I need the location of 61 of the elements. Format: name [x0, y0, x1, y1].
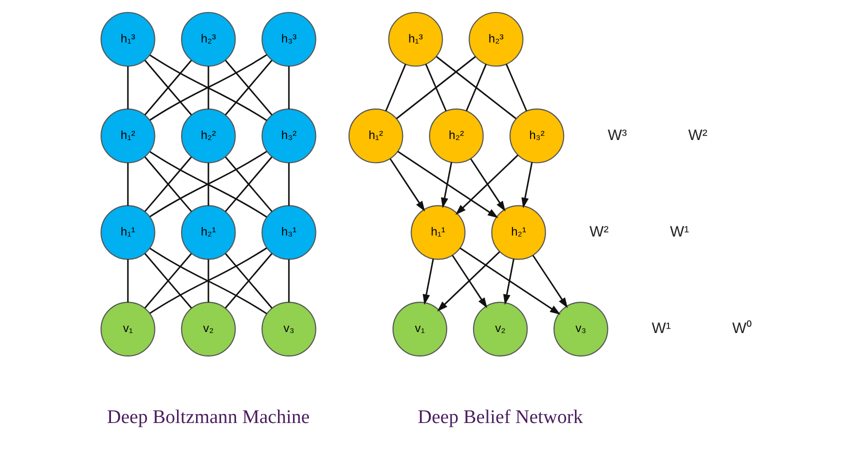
- node-circle: h₃²: [508, 108, 564, 164]
- connector: [288, 66, 290, 110]
- connector: [207, 162, 209, 206]
- label: Deep Belief Network: [417, 406, 582, 428]
- node-circle: h₂¹: [490, 205, 546, 260]
- connector: [207, 259, 209, 302]
- arrow: [396, 150, 498, 218]
- arrow: [520, 162, 532, 208]
- node-circle: h₁³: [388, 12, 442, 67]
- arrow: [422, 258, 434, 305]
- node-circle: v₁: [100, 302, 155, 356]
- node-circle: h₂²: [180, 108, 236, 164]
- arrow: [389, 158, 424, 212]
- arrow: [532, 255, 568, 308]
- node-circle: h₃²: [261, 108, 316, 164]
- connector: [207, 66, 209, 110]
- connector: [224, 60, 272, 116]
- arrow: [470, 158, 505, 212]
- connector: [396, 56, 476, 120]
- arrow: [440, 162, 452, 208]
- connector: [224, 156, 272, 212]
- node-circle: h₂³: [468, 12, 523, 67]
- node-circle: h₃¹: [261, 205, 316, 260]
- connector: [384, 64, 406, 112]
- node-circle: h₁³: [100, 12, 155, 67]
- connector: [144, 60, 192, 116]
- node-circle: h₁²: [100, 108, 155, 164]
- node-circle: h₂³: [180, 12, 236, 67]
- connector: [224, 253, 272, 309]
- connector: [126, 66, 128, 110]
- node-circle: h₁²: [348, 108, 403, 164]
- node-circle: v₃: [553, 302, 608, 356]
- connector: [288, 162, 290, 206]
- arrow: [436, 251, 500, 312]
- node-circle: h₃³: [261, 12, 316, 67]
- label: W²: [688, 126, 707, 144]
- arrow: [459, 248, 560, 315]
- connector: [144, 156, 192, 212]
- connector: [424, 64, 446, 112]
- label: Deep Boltzmann Machine: [106, 406, 310, 428]
- label: W²: [589, 223, 608, 240]
- label: W¹: [651, 320, 670, 338]
- node-circle: v₂: [472, 302, 528, 356]
- node-circle: h₂²: [428, 108, 484, 164]
- connector: [505, 64, 527, 112]
- label: W³: [607, 126, 626, 144]
- connector: [126, 259, 128, 302]
- node-circle: h₂¹: [180, 205, 236, 260]
- arrow: [502, 258, 514, 305]
- connector: [435, 56, 516, 120]
- node-circle: v₃: [261, 302, 316, 356]
- label: W¹: [670, 223, 689, 240]
- label: W⁰: [732, 320, 751, 338]
- connector: [465, 64, 486, 112]
- connector: [144, 253, 192, 309]
- connector: [126, 162, 128, 206]
- connector: [288, 259, 290, 302]
- node-circle: h₁¹: [100, 205, 155, 260]
- arrow: [451, 255, 487, 308]
- node-circle: v₂: [180, 302, 236, 356]
- arrow: [454, 154, 518, 215]
